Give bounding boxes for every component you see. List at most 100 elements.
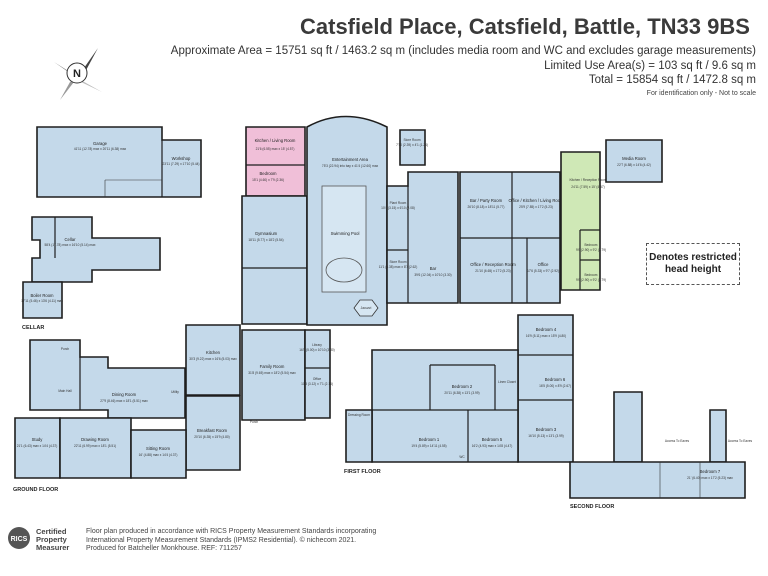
svg-text:16'5 (5.00) x 8'9 (2.67): 16'5 (5.00) x 8'9 (2.67) (539, 384, 571, 388)
svg-text:21'1 (6.43) max x 14'4 (4.37): 21'1 (6.43) max x 14'4 (4.37) (17, 444, 58, 448)
dining-room-label: Dining Room (112, 392, 137, 397)
access-eaves-right-label: Access To Eaves (728, 439, 753, 443)
rics-logo-icon: RICS (8, 527, 30, 549)
svg-text:20'10 (6.35) x 15'9 (4.80): 20'10 (6.35) x 15'9 (4.80) (194, 435, 229, 439)
jacuzzi-label: Jacuzzi (361, 306, 372, 310)
bedroom-5-label: Bedroom 5 (482, 437, 503, 442)
linen-closet-label: Linen Closet (498, 380, 516, 384)
svg-text:17'6 (5.33) x 9'7 (2.92): 17'6 (5.33) x 9'7 (2.92) (527, 269, 559, 273)
rics-text: Certified Property Measurer (36, 527, 70, 552)
svg-text:16' (4.88) max x 14'4 (4.37): 16' (4.88) max x 14'4 (4.37) (139, 453, 178, 457)
restricted-height-legend: Denotes restricted head height (646, 243, 740, 285)
garage-label: Garage (93, 141, 108, 146)
svg-text:21'6 (6.55) max x 15' (4.57): 21'6 (6.55) max x 15' (4.57) (256, 147, 295, 151)
compass-icon: N (54, 48, 102, 100)
annex-kitchen-label: Kitchen / Living Room (255, 138, 296, 143)
bedroom-1-label: Bedroom 1 (419, 437, 440, 442)
svg-text:9'6 (2.90) x 9'2 (2.79): 9'6 (2.90) x 9'2 (2.79) (576, 278, 606, 282)
svg-text:20'11 (6.38) x 13'1 (3.99): 20'11 (6.38) x 13'1 (3.99) (444, 391, 479, 395)
restricted-legend-line1: Denotes restricted (649, 252, 737, 263)
porch2-label: Porch (250, 420, 259, 424)
bar-party-label: Bar / Party Room (470, 198, 503, 203)
svg-text:22'11 (6.99) max x 18'1 (5.51): 22'11 (6.99) max x 18'1 (5.51) (74, 444, 116, 448)
second-floor-label: SECOND FLOOR (570, 504, 614, 510)
main-house: Kitchen 30'3 (9.22) max x 16'6 (5.03) ma… (13, 324, 335, 493)
second-floor-block: Bedroom 7 21' (6.40) max x 17'2 (5.23) m… (569, 391, 753, 510)
svg-text:41'11 (12.78) max x 20'11 (6.3: 41'11 (12.78) max x 20'11 (6.38) max (74, 147, 127, 151)
drawing-room-label: Drawing Room (81, 437, 109, 442)
svg-text:7'10 (2.39) x 4'1 (1.24): 7'10 (2.39) x 4'1 (1.24) (396, 143, 428, 147)
footer-notes: Floor plan produced in accordance with R… (86, 528, 377, 553)
svg-text:16'9 (5.11) max x 15'9 (4.80): 16'9 (5.11) max x 15'9 (4.80) (526, 334, 566, 338)
restricted-legend-line2: head height (664, 264, 722, 275)
media-room-label: Media Room (622, 156, 646, 161)
leisure-wing: Kitchen / Living Room 21'6 (6.55) max x … (241, 115, 663, 326)
kitchen-reception-label: Kitchen / Reception Room (569, 178, 606, 182)
store-room2-label: Store Room (389, 260, 406, 264)
svg-text:31'8 (9.65) max x 18'2 (5.54): 31'8 (9.65) max x 18'2 (5.54) max (248, 371, 296, 375)
bedroom-3-label: Bedroom 3 (536, 427, 557, 432)
porch-label: Porch (61, 347, 70, 351)
svg-text:10'3 (3.12) x 7'1 (2.16): 10'3 (3.12) x 7'1 (2.16) (301, 382, 333, 386)
identification-note: For identification only - Not to scale (646, 90, 756, 97)
study-label: Study (32, 437, 44, 442)
workshop-label: Workshop (172, 156, 191, 161)
svg-text:27'9 (8.46) max x 18'1 (5.51): 27'9 (8.46) max x 18'1 (5.51) max (100, 399, 148, 403)
cellar-floor-label: CELLAR (22, 325, 44, 331)
bedroom-7-label: Bedroom 7 (700, 469, 721, 474)
svg-text:22'7 (6.88) x 14'6 (4.42): 22'7 (6.88) x 14'6 (4.42) (617, 163, 651, 167)
office-kitchen-label: Office / Kitchen / Living Room (508, 198, 564, 203)
ground-floor-label: GROUND FLOOR (13, 487, 58, 493)
svg-text:16'2 (4.93) max x 14'8 (4.47): 16'2 (4.93) max x 14'8 (4.47) (472, 444, 513, 448)
garage-block: Garage 41'11 (12.78) max x 20'11 (6.38) … (36, 126, 202, 198)
library-label: Library (312, 343, 322, 347)
svg-text:30'3 (9.22) max x 16'6 (5.03): 30'3 (9.22) max x 16'6 (5.03) max (189, 357, 237, 361)
office-small-label: Office (313, 377, 321, 381)
svg-text:RICS: RICS (11, 536, 28, 543)
svg-text:15'1 (4.60) x 7'9 (2.36): 15'1 (4.60) x 7'9 (2.36) (252, 178, 284, 182)
bedroom-4-label: Bedroom 4 (536, 327, 557, 332)
breakfast-room-label: Breakfast Room (197, 428, 228, 433)
wc-label: WC (459, 455, 465, 459)
office-label: Office (538, 262, 550, 267)
compass-letter: N (73, 68, 81, 80)
svg-text:10'4 (3.15) x 6'10 (2.08): 10'4 (3.15) x 6'10 (2.08) (381, 206, 415, 210)
svg-text:25'9 (7.85) x 17'2 (5.23): 25'9 (7.85) x 17'2 (5.23) (519, 205, 553, 209)
rics-badge: RICS (6, 526, 84, 552)
svg-text:9'6 (2.90) x 9'2 (2.79): 9'6 (2.90) x 9'2 (2.79) (576, 248, 606, 252)
svg-text:23'11 (7.29) x 17'10 (5.44): 23'11 (7.29) x 17'10 (5.44) (163, 162, 200, 166)
svg-text:24'11 (7.59) x 15' (4.57): 24'11 (7.59) x 15' (4.57) (571, 185, 604, 189)
gymnasium-label: Gymnasium (255, 231, 278, 236)
svg-text:21' (6.40) max x 17'2 (5.23) m: 21' (6.40) max x 17'2 (5.23) max (687, 476, 733, 480)
family-room-label: Family Room (260, 364, 285, 369)
entertainment-label: Entertainment Area (332, 157, 369, 162)
cellar-label: Cellar (65, 237, 77, 242)
access-eaves-left-label: Access To Eaves (665, 439, 690, 443)
first-floor-block: Bedroom 4 16'9 (5.11) max x 15'9 (4.80) … (344, 314, 574, 475)
kitchen-label: Kitchen (206, 350, 221, 355)
annex-bedroom-label: Bedroom (260, 171, 278, 176)
bedroom-g1-label: Bedroom (585, 243, 598, 247)
svg-text:16'5 (5.00) x 10'10 (3.30): 16'5 (5.00) x 10'10 (3.30) (299, 348, 334, 352)
cellar-block: Cellar 58'4 (17.78) max x 16'10 (5.14) m… (21, 216, 161, 331)
sitting-room-label: Sitting Room (146, 446, 170, 451)
svg-text:26'10 (8.18) x 18'11 (5.77): 26'10 (8.18) x 18'11 (5.77) (468, 205, 505, 209)
approximate-area: Approximate Area = 15751 sq ft / 1463.2 … (170, 45, 756, 57)
svg-text:18'11 (5.77) x 18'2 (5.54): 18'11 (5.77) x 18'2 (5.54) (248, 238, 283, 242)
svg-text:58'4 (17.78) max x 16'10 (5.14: 58'4 (17.78) max x 16'10 (5.14) max (44, 243, 95, 247)
svg-text:39'6 (12.04) x 10'10 (3.30): 39'6 (12.04) x 10'10 (3.30) (414, 273, 451, 277)
svg-text:19'4 (5.89) x 14'11 (4.55): 19'4 (5.89) x 14'11 (4.55) (411, 444, 446, 448)
main-hall-label: Main Hall (58, 389, 72, 393)
bedroom-6-label: Bedroom 6 (545, 377, 566, 382)
first-floor-label: FIRST FLOOR (344, 469, 381, 475)
boiler-room-label: Boiler Room (30, 293, 54, 298)
svg-text:17'11 (5.46) x 13'6 (4.11) max: 17'11 (5.46) x 13'6 (4.11) max (21, 299, 63, 303)
svg-text:75'3 (22.94) into bay x 41'4 (: 75'3 (22.94) into bay x 41'4 (12.60) max (322, 164, 379, 168)
limited-use-area: Limited Use Area(s) = 103 sq ft / 9.6 sq… (544, 60, 756, 72)
svg-text:21'10 (6.65) x 17'2 (5.23): 21'10 (6.65) x 17'2 (5.23) (475, 269, 510, 273)
bedroom-g2-label: Bedroom (585, 273, 598, 277)
utility-label: Utility (171, 390, 179, 394)
plant-room-label: Plant Room (390, 201, 407, 205)
store-room-label: Store Room (403, 138, 420, 142)
